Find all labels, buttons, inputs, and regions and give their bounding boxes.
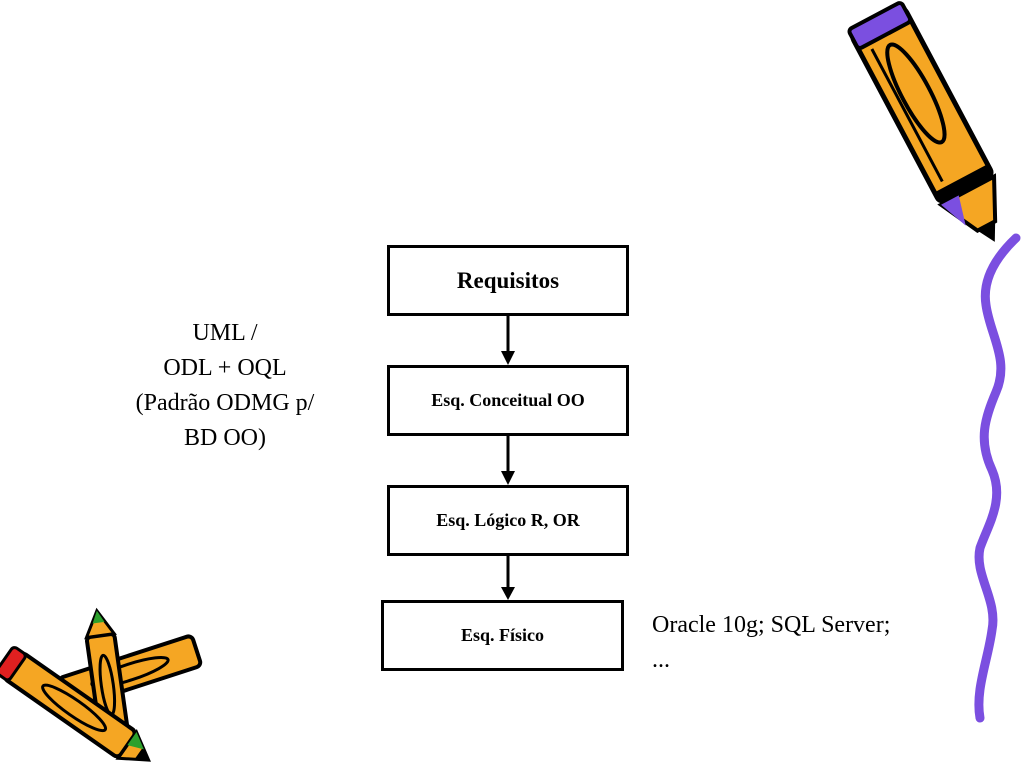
arrow-conc-to-log [501,436,515,485]
arrow-log-to-fis [501,556,515,600]
box-requisitos-label: Requisitos [456,267,560,293]
note-line: UML / [192,320,258,346]
note-line: Oracle 10g; SQL Server; [652,612,891,638]
box-esq-conceitual: Esq. Conceitual OO [387,365,629,436]
conceptual-model-note: UML / ODL + OQL (Padrão ODMG p/ BD OO) [95,316,355,456]
note-line: ODL + OQL [163,355,287,381]
box-requisitos: Requisitos [387,245,629,316]
arrow-req-to-conc [501,316,515,365]
physical-model-note: Oracle 10g; SQL Server; ... [652,608,952,678]
box-esq-logico: Esq. Lógico R, OR [387,485,629,556]
note-line: BD OO) [184,425,266,451]
note-line: (Padrão ODMG p/ [135,390,315,416]
box-esq-fisico-label: Esq. Físico [460,625,544,645]
note-line: ... [652,647,670,673]
box-esq-logico-label: Esq. Lógico R, OR [436,510,580,530]
box-esq-fisico: Esq. Físico [381,600,624,671]
box-esq-conceitual-label: Esq. Conceitual OO [431,390,585,410]
